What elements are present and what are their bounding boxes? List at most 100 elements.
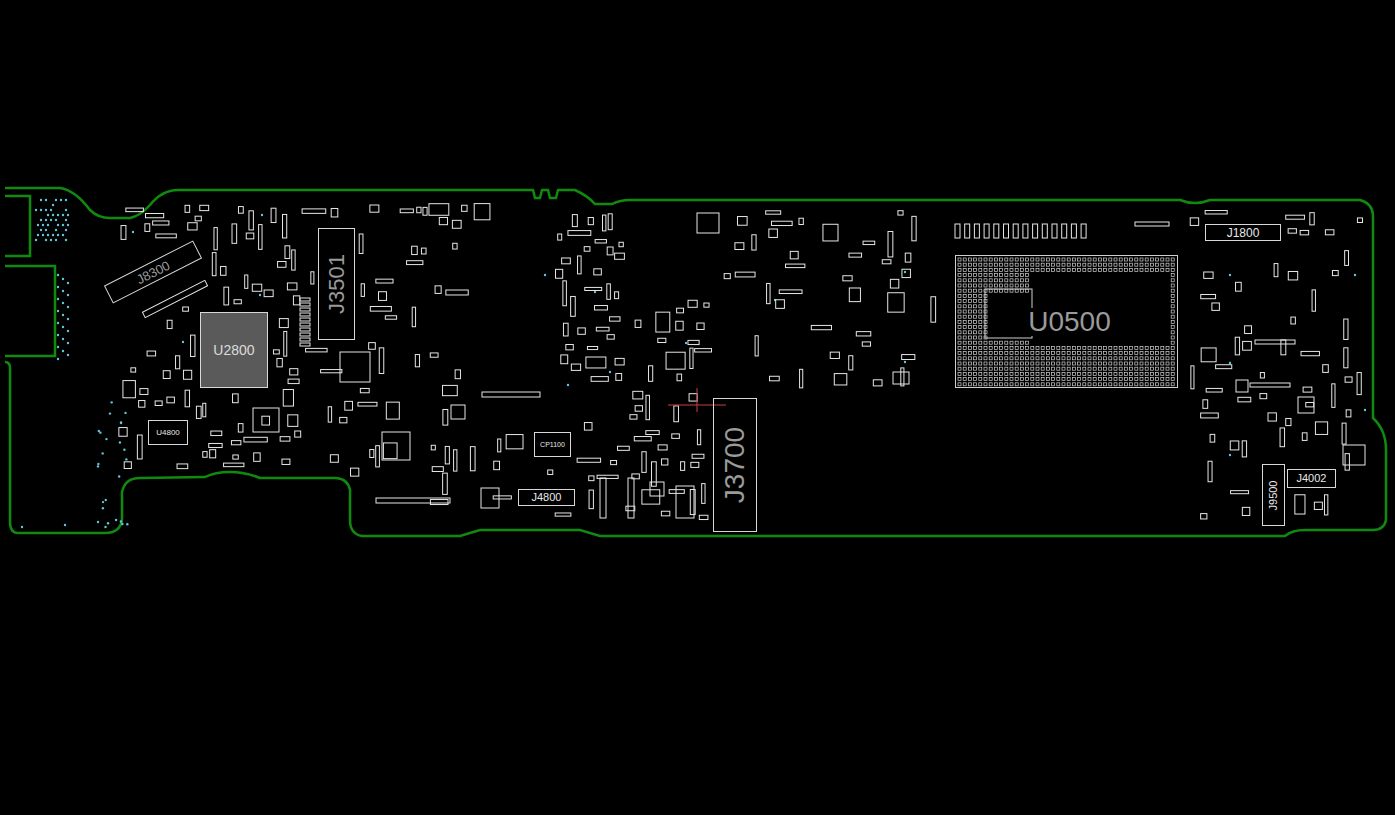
- bga-ball: [1046, 372, 1049, 375]
- component-pad: [195, 216, 201, 221]
- bga-ball: [984, 383, 987, 386]
- bga-ball: [1067, 346, 1070, 349]
- bga-ball: [1026, 346, 1029, 349]
- component-pad: [454, 450, 457, 471]
- component-pad: [183, 370, 191, 379]
- bga-ball: [989, 279, 992, 282]
- bga-ball: [1005, 284, 1008, 287]
- bga-ball: [1078, 268, 1081, 271]
- component-pad: [771, 221, 792, 225]
- bga-ball: [1000, 279, 1003, 282]
- part-footprint: J4002: [1287, 469, 1336, 488]
- bga-ball: [1130, 383, 1133, 386]
- bga-ball: [1161, 346, 1164, 349]
- component-pad: [435, 286, 441, 294]
- part-footprint: J1800: [1205, 224, 1281, 241]
- via-dot: [544, 274, 546, 276]
- bga-ball: [984, 357, 987, 360]
- bga-ball: [1026, 263, 1029, 266]
- bga-ball: [1026, 279, 1029, 282]
- bga-ball: [1036, 378, 1039, 381]
- bga-ball: [1026, 258, 1029, 261]
- bga-ball: [1088, 362, 1091, 365]
- via-dot: [62, 314, 64, 316]
- bga-ball: [968, 258, 971, 261]
- bga-ball: [1062, 268, 1065, 271]
- component-pad: [183, 307, 189, 311]
- bga-ball: [979, 268, 982, 271]
- component-pad: [1345, 251, 1349, 266]
- bga-ball: [1000, 284, 1003, 287]
- component-pad: [1203, 400, 1208, 409]
- bga-ball: [1072, 258, 1075, 261]
- component-pad: [119, 428, 127, 437]
- component-pad: [563, 323, 568, 336]
- bga-ball: [1145, 268, 1148, 271]
- bga-ball: [989, 289, 992, 292]
- component-pad: [254, 453, 260, 461]
- bga-ball: [1083, 263, 1086, 266]
- connector-strip: [142, 280, 207, 317]
- component-pad: [587, 347, 597, 350]
- bga-ball: [1072, 346, 1075, 349]
- bga-ball: [979, 383, 982, 386]
- bga-ball: [1000, 372, 1003, 375]
- bga-ball: [1135, 362, 1138, 365]
- bga-ball: [979, 326, 982, 329]
- component-pad: [430, 353, 438, 357]
- bga-ball: [979, 274, 982, 277]
- component-pad: [901, 368, 904, 386]
- part-footprint: J4800: [518, 489, 575, 506]
- bga-ball: [1041, 258, 1044, 261]
- bga-ball: [994, 378, 997, 381]
- bga-ball: [1010, 289, 1013, 292]
- component-pad: [1242, 507, 1249, 515]
- bga-ball: [963, 305, 966, 308]
- bga-ball: [984, 367, 987, 370]
- bga-ball: [1130, 268, 1133, 271]
- component-pad: [863, 241, 875, 244]
- component-pad: [658, 445, 667, 450]
- component-pad: [642, 452, 646, 473]
- via-dot: [67, 224, 69, 226]
- bga-ball: [1161, 383, 1164, 386]
- component-pad: [1300, 230, 1308, 234]
- component-pad: [1052, 224, 1057, 238]
- via-dot: [35, 209, 37, 211]
- bga-ball: [1000, 289, 1003, 292]
- bga-ball: [1119, 357, 1122, 360]
- bga-ball: [968, 362, 971, 365]
- bga-ball: [1119, 352, 1122, 355]
- component-pad: [264, 290, 273, 297]
- bga-ball: [1150, 352, 1153, 355]
- bga-ball: [1119, 383, 1122, 386]
- bga-ball: [1088, 357, 1091, 360]
- bga-ball: [1124, 362, 1127, 365]
- component-pad: [646, 395, 649, 419]
- bga-ball: [1020, 367, 1023, 370]
- bga-ball: [994, 289, 997, 292]
- part-designator: J3700: [721, 427, 749, 503]
- bga-ball: [1093, 258, 1096, 261]
- component-pad: [823, 224, 838, 241]
- via-dot: [109, 412, 111, 414]
- bga-ball: [1020, 341, 1023, 344]
- bga-ball: [1171, 326, 1174, 329]
- bga-ball: [1119, 268, 1122, 271]
- component-pad: [1081, 224, 1086, 238]
- bga-ball: [1072, 362, 1075, 365]
- component-pad: [1288, 229, 1296, 233]
- component-pad: [271, 208, 276, 222]
- bga-ball: [989, 372, 992, 375]
- bga-ball: [1098, 258, 1101, 261]
- bga-ball: [1114, 258, 1117, 261]
- via-dot: [97, 521, 99, 523]
- component-pad: [1342, 423, 1346, 444]
- bga-ball: [1010, 284, 1013, 287]
- bga-ball: [968, 372, 971, 375]
- component-pad: [360, 388, 369, 392]
- component-pad: [462, 205, 467, 211]
- bga-ball: [968, 352, 971, 355]
- component-pad: [635, 406, 642, 412]
